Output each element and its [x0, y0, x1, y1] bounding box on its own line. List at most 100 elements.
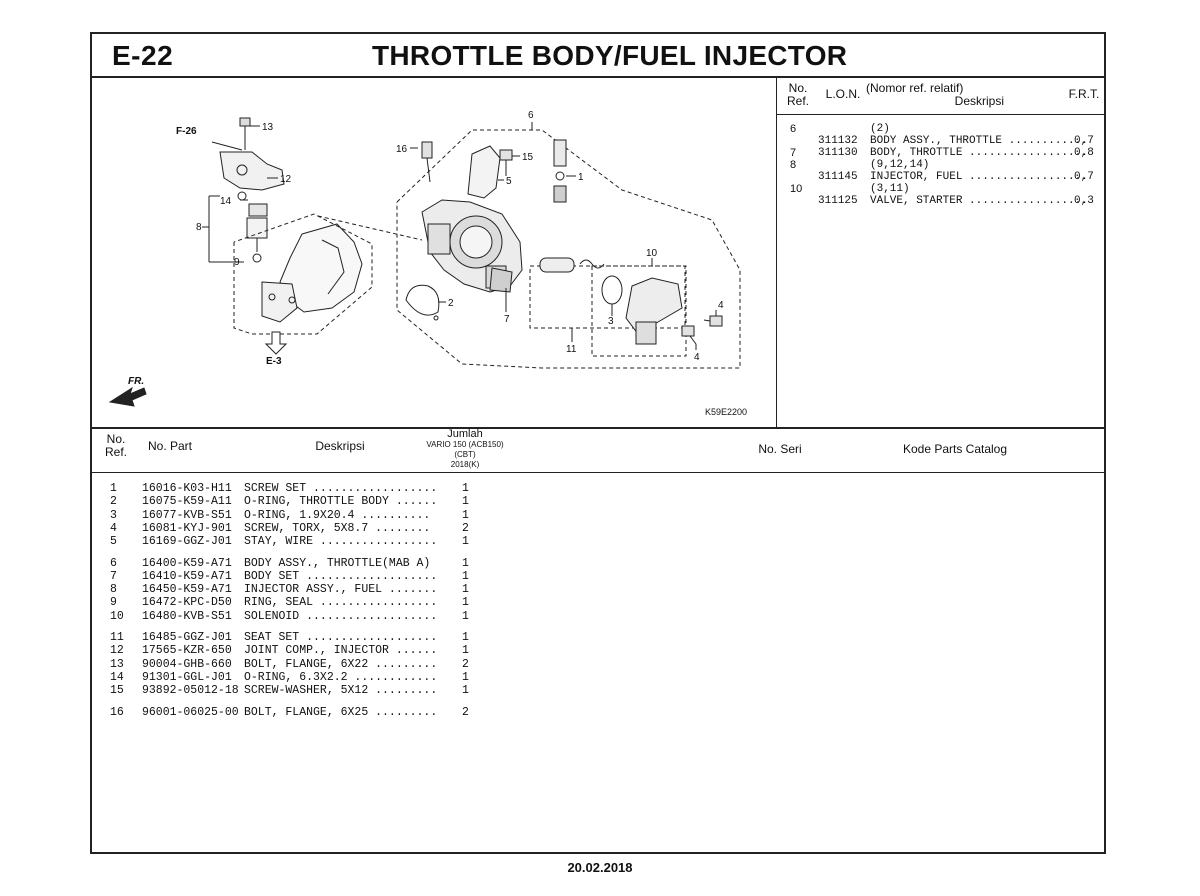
- page-frame: [90, 32, 1106, 854]
- th-no-ref: No. Ref.: [96, 433, 136, 459]
- rp-row-desc: (3,11): [870, 183, 910, 195]
- rp-row-lon: 311145: [818, 171, 858, 183]
- label-13: 13: [262, 122, 274, 133]
- part-desc: SCREW, TORX, 5X8.7 ........: [244, 521, 431, 535]
- part-part: 17565-KZR-650: [142, 644, 232, 658]
- rp-row-desc: (9,12,14): [870, 159, 930, 171]
- parts-row: 2 16075-K59-A11 O-RING, THROTTLE BODY ....…: [102, 495, 502, 508]
- rp-row-ref: 7: [790, 147, 797, 159]
- diagram-bottom-divider: [90, 427, 1106, 429]
- label-12: 12: [280, 174, 292, 185]
- part-qty: 1: [462, 609, 469, 623]
- part-qty: 1: [462, 596, 469, 610]
- rp-row-desc: BODY, THROTTLE ..................: [870, 147, 1088, 159]
- rp-row-frt: 0,7: [1074, 135, 1094, 147]
- rp-row-ref: 6: [790, 123, 797, 135]
- rp-row-ref: 10: [790, 183, 803, 195]
- part-ref: 8: [110, 583, 117, 597]
- part-desc: BOLT, FLANGE, 6X22 .........: [244, 657, 438, 671]
- part-desc: STAY, WIRE .................: [244, 535, 438, 549]
- group-outlines: [233, 129, 741, 369]
- part-qty: 1: [462, 482, 469, 495]
- part-ref: 4: [110, 521, 117, 535]
- label-14: 14: [220, 196, 232, 207]
- label-7: 7: [504, 314, 510, 325]
- throttle-body-drawing: [405, 139, 723, 345]
- part-part: 16077-KVB-S51: [142, 508, 232, 522]
- th-no: No.: [106, 432, 126, 446]
- part-part: 16400-K59-A71: [142, 556, 232, 570]
- part-part: 16480-KVB-S51: [142, 609, 232, 623]
- part-qty: 1: [462, 508, 469, 522]
- part-desc: RING, SEAL .................: [244, 596, 438, 610]
- arrow-e3: [264, 331, 288, 355]
- rp-header-lon: L.O.N.: [825, 87, 861, 101]
- page-title: THROTTLE BODY/FUEL INJECTOR: [372, 40, 848, 71]
- label-11: 11: [566, 344, 577, 355]
- table-header-divider: [90, 472, 1106, 473]
- rp-header-desc-line2: Deskripsi: [954, 94, 1004, 108]
- label-4a: 4: [718, 300, 724, 311]
- th-desc: Deskripsi: [315, 439, 365, 453]
- rp-row-desc: INJECTOR, FUEL ..................: [870, 171, 1088, 183]
- part-qty: 1: [462, 631, 469, 644]
- part-ref: 2: [110, 495, 117, 509]
- part-ref: 15: [110, 684, 124, 698]
- page-code: E-22: [112, 40, 174, 71]
- label-3: 3: [608, 316, 614, 327]
- rp-row-ref: 8: [790, 159, 797, 171]
- label-f26: F-26: [176, 126, 197, 137]
- label-16: 16: [396, 144, 408, 155]
- part-desc: O-RING, 6.3X2.2 ............: [244, 670, 438, 684]
- part-desc: SCREW-WASHER, 5X12 .........: [244, 684, 438, 698]
- rp-row-lon: 311132: [818, 135, 858, 147]
- part-ref: 11: [110, 631, 124, 644]
- th-catalog: Kode Parts Catalog: [902, 442, 1008, 456]
- part-ref: 13: [110, 657, 124, 671]
- label-e3: E-3: [266, 356, 282, 367]
- exploded-diagram: F-26 13 12 14 8 9 E-3 FR. 6 16 15 5 1 2 …: [108, 110, 741, 407]
- part-ref: 7: [110, 569, 117, 583]
- part-part: 16472-KPC-D50: [142, 596, 232, 610]
- rp-row-lon: 311125: [818, 195, 858, 207]
- label-6: 6: [528, 110, 534, 121]
- label-15: 15: [522, 152, 534, 163]
- part-qty: 1: [462, 670, 469, 684]
- part-part: 16075-K59-A11: [142, 495, 232, 509]
- title-divider: [90, 76, 1106, 78]
- rp-header-desc-line1: (Nomor ref. relatif): [866, 81, 964, 95]
- part-part: 16081-KYJ-901: [142, 521, 232, 535]
- part-qty: 2: [462, 657, 469, 671]
- part-desc: O-RING, THROTTLE BODY ......: [244, 495, 438, 509]
- part-desc: INJECTOR ASSY., FUEL .......: [244, 583, 438, 597]
- th-no-part: No. Part: [148, 439, 193, 453]
- label-fr: FR.: [128, 376, 144, 387]
- th-qty-model: VARIO 150 (ACB150): [426, 440, 504, 449]
- rp-header-no: No.: [788, 81, 808, 95]
- part-qty: 2: [462, 521, 469, 535]
- part-part: 16169-GGZ-J01: [142, 535, 232, 549]
- leader-lines: [202, 122, 717, 350]
- label-8: 8: [196, 222, 202, 233]
- part-desc: SOLENOID ...................: [244, 609, 438, 623]
- part-ref: 14: [110, 670, 124, 684]
- part-qty: 1: [462, 583, 469, 597]
- label-2: 2: [448, 298, 454, 309]
- rp-header-desc: (Nomor ref. relatif) Deskripsi: [866, 82, 1016, 108]
- part-part: 96001-06025-00: [142, 705, 239, 719]
- part-desc: BODY ASSY., THROTTLE(MAB A): [244, 556, 431, 570]
- part-ref: 16: [110, 705, 124, 719]
- rp-header-ref: Ref.: [786, 94, 809, 108]
- label-4b: 4: [694, 352, 700, 363]
- part-ref: 1: [110, 482, 117, 495]
